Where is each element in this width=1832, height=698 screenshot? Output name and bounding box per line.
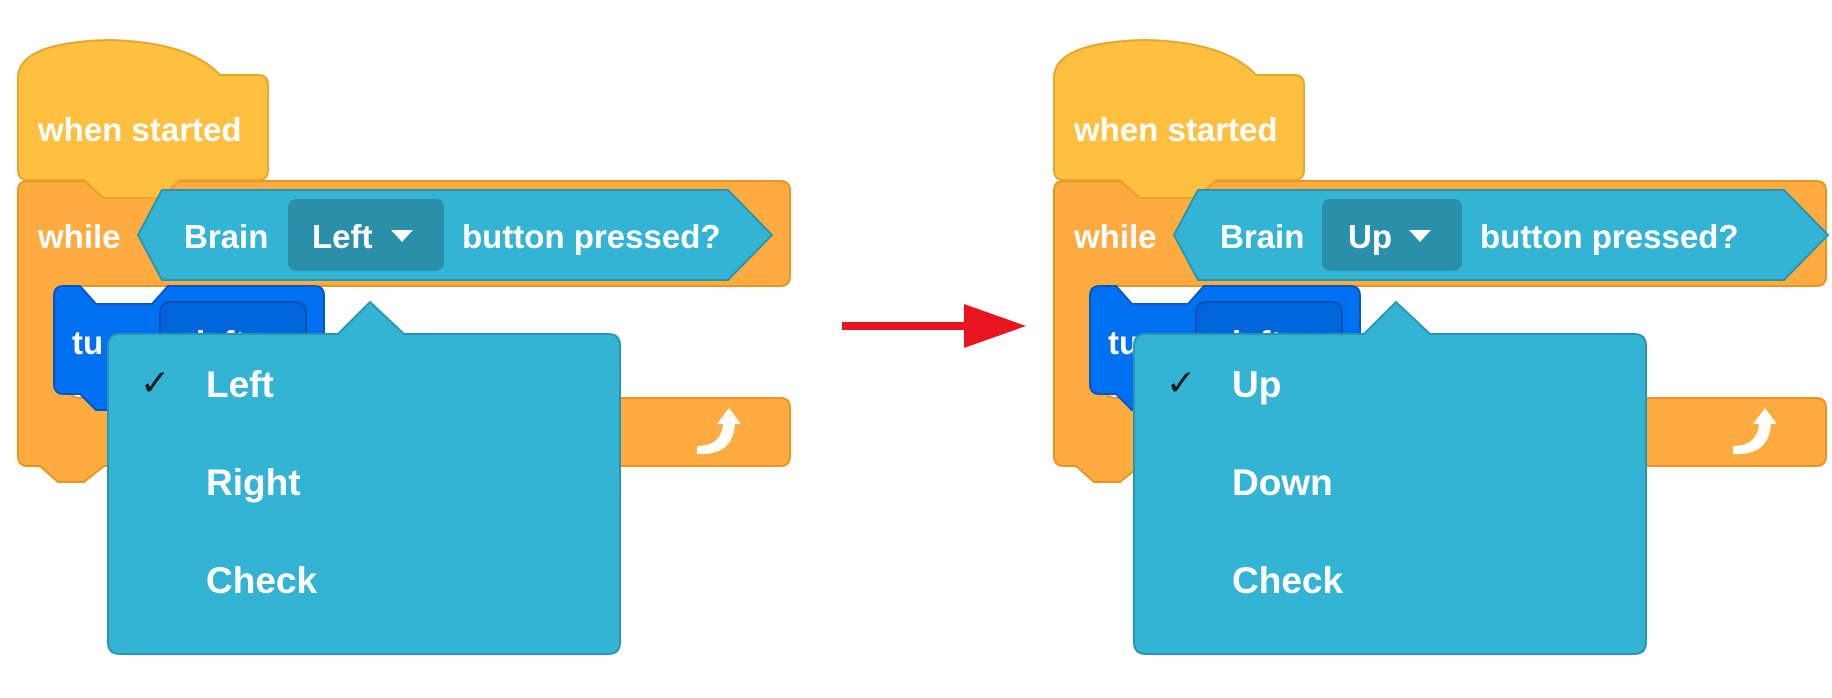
button-dropdown-field[interactable]	[288, 199, 444, 271]
button-value-label: Left	[312, 218, 373, 255]
menu-item-left[interactable]: ✓ Left	[106, 348, 622, 418]
while-label: while	[38, 218, 121, 255]
brain-label: Brain	[1220, 218, 1305, 255]
checkmark-icon: ✓	[140, 362, 171, 403]
menu-item-right[interactable]: Right	[106, 446, 622, 516]
right-arrow-icon	[842, 304, 1026, 348]
button-dropdown-field[interactable]	[1322, 199, 1462, 271]
checkmark-icon: ✓	[1166, 362, 1197, 403]
left-panel: when started while Brain Left button pre…	[0, 0, 800, 698]
menu-item-label: Right	[206, 462, 301, 503]
menu-item-label: Check	[206, 560, 318, 601]
loop-arrow-icon	[1733, 408, 1777, 455]
menu-item-down[interactable]: Down	[1132, 446, 1648, 516]
menu-item-up[interactable]: ✓ Up	[1132, 348, 1648, 418]
when-started-label: when started	[38, 111, 242, 148]
turn-label-fragment: tu	[72, 324, 104, 361]
dropdown-menu: ✓ Up Down Check	[1132, 298, 1648, 655]
button-value-label: Up	[1348, 218, 1392, 255]
when-started-block[interactable]	[1053, 38, 1305, 199]
brain-label: Brain	[184, 218, 269, 255]
right-panel: when started while Brain Up button press…	[1036, 0, 1832, 698]
menu-item-label: Check	[1232, 560, 1344, 601]
menu-item-label: Down	[1232, 462, 1333, 503]
button-pressed-label: button pressed?	[462, 218, 721, 255]
chevron-down-icon	[391, 230, 413, 242]
chevron-down-icon	[1409, 230, 1431, 242]
menu-item-check[interactable]: Check	[106, 544, 622, 614]
button-pressed-label: button pressed?	[1480, 218, 1739, 255]
when-started-block[interactable]	[17, 38, 269, 199]
menu-item-check[interactable]: Check	[1132, 544, 1648, 614]
menu-item-label: Up	[1232, 364, 1282, 405]
when-started-label: when started	[1074, 111, 1278, 148]
menu-item-label: Left	[206, 364, 274, 405]
loop-arrow-icon	[697, 408, 741, 455]
while-label: while	[1074, 218, 1157, 255]
dropdown-menu: ✓ Left Right Check	[106, 298, 622, 655]
